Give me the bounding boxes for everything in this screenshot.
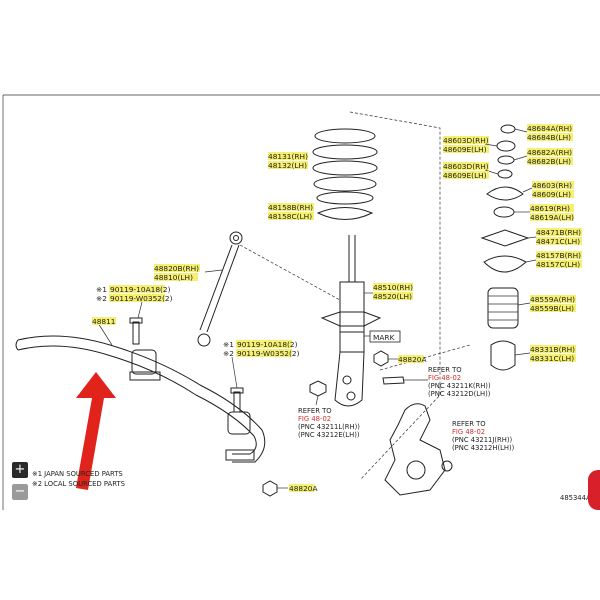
svg-text:(PNC 43212E(LH)): (PNC 43212E(LH))	[298, 431, 360, 439]
spring-lower-seat	[316, 207, 374, 220]
svg-text:FIG 48-02: FIG 48-02	[452, 428, 485, 436]
spacer-ring	[493, 206, 515, 218]
reference-note-a: REFER TO FIG 48-02 (PNC 43211K(RH)) (PNC…	[428, 366, 491, 398]
label-r4-rh: 48603D(RH)	[443, 162, 489, 171]
shock-absorber	[320, 235, 382, 407]
mark-box	[369, 330, 401, 343]
bracket-bolt-left	[129, 317, 143, 345]
label-r1-rh: 48684A(RH)	[527, 124, 572, 133]
dust-cap	[500, 124, 516, 134]
label-bar: 48811	[92, 317, 116, 326]
legend-local-sourced: ※2 LOCAL SOURCED PARTS	[32, 480, 125, 488]
reference-note-b: REFER TO FIG 48-02 (PNC 43211L(RH)) (PNC…	[298, 407, 360, 439]
label-r5-lh: 48609(LH)	[532, 190, 571, 199]
label-strut-rh: 48510(RH)	[373, 283, 413, 292]
symbol-3: ※1	[223, 340, 234, 349]
symbol-1: ※1	[96, 285, 107, 294]
bearing-cap	[486, 186, 524, 201]
bump-boot	[487, 287, 519, 329]
label-r5-rh: 48603(RH)	[532, 181, 572, 190]
retainer	[497, 169, 513, 179]
right-leaders	[484, 128, 537, 356]
label-bolt1-a: 90119-10A18(2)	[110, 285, 171, 294]
svg-text:(PNC 43211K(RH)): (PNC 43211K(RH))	[428, 382, 491, 390]
label-r6-lh: 48619A(LH)	[530, 213, 574, 222]
labels-left: 48131(RH) 48132(LH) 48158B(RH) 48158C(LH…	[92, 152, 427, 493]
red-arrow	[76, 372, 116, 490]
label-r8-rh: 48157B(RH)	[536, 251, 581, 260]
zoom-out-button[interactable]: −	[12, 484, 28, 500]
stabilizer-bar	[15, 335, 266, 463]
label-r6-rh: 48619(RH)	[530, 204, 570, 213]
svg-text:FIG 48-02: FIG 48-02	[428, 374, 461, 382]
upper-mount-stack	[480, 124, 530, 371]
label-link-rh: 48820B(RH)	[154, 264, 199, 273]
svg-text:FIG 48-02: FIG 48-02	[298, 415, 331, 423]
label-r10-lh: 48331C(LH)	[530, 354, 574, 363]
label-link-lh: 48810(LH)	[154, 273, 193, 282]
figure-id: 485344A	[560, 494, 591, 502]
nut-upper	[496, 140, 516, 152]
symbol-2: ※2	[96, 294, 107, 303]
label-bolt2-a: 90119-10A18(2)	[237, 340, 298, 349]
bracket-bolt-right	[230, 387, 244, 413]
label-r8-lh: 48157C(LH)	[536, 260, 580, 269]
label-r2-rh: 48603D(RH)	[443, 136, 489, 145]
label-spring-rh: 48131(RH)	[268, 152, 308, 161]
label-r9-rh: 48559A(RH)	[530, 295, 575, 304]
corner-badge-icon[interactable]	[588, 470, 600, 510]
label-bolt1-b: 90119-W0352(2)	[110, 294, 173, 303]
label-nut-bottom: 48820A	[289, 484, 318, 493]
spring-upper-seat	[483, 255, 527, 273]
label-bolt2-b: 90119-W0352(2)	[237, 349, 300, 358]
strut-nut	[373, 350, 389, 367]
svg-text:(PNC 43211L(RH)): (PNC 43211L(RH))	[298, 423, 360, 431]
label-r7-rh: 48471B(RH)	[536, 228, 581, 237]
knuckle-bolt	[382, 376, 405, 385]
legend-japan-sourced: ※1 JAPAN SOURCED PARTS	[32, 470, 123, 478]
label-r2-lh: 48609E(LH)	[443, 145, 487, 154]
reference-note-c: REFER TO FIG 48-02 (PNC 43211J(RH)) (PNC…	[452, 420, 515, 452]
label-r7-lh: 48471C(LH)	[536, 237, 580, 246]
label-strut-lh: 48520(LH)	[373, 292, 412, 301]
bump-stopper	[490, 340, 516, 371]
svg-text:(PNC 43212H(LH)): (PNC 43212H(LH))	[452, 444, 515, 452]
stabilizer-link	[197, 231, 243, 347]
link-lower-nut	[262, 480, 278, 497]
svg-text:REFER TO: REFER TO	[428, 366, 462, 374]
zoom-in-button[interactable]: +	[12, 462, 28, 478]
svg-text:(PNC 43212D(LH)): (PNC 43212D(LH))	[428, 390, 491, 398]
steering-knuckle	[384, 403, 453, 496]
strut-mount-plate	[480, 229, 530, 247]
svg-text:(PNC 43211J(RH)): (PNC 43211J(RH))	[452, 436, 513, 444]
label-r1-lh: 48684B(LH)	[527, 133, 571, 142]
svg-text:REFER TO: REFER TO	[452, 420, 486, 428]
label-seat-lh: 48158C(LH)	[268, 212, 312, 221]
symbol-4: ※2	[223, 349, 234, 358]
label-nut-mid: 48820A	[398, 355, 427, 364]
coil-spring	[312, 128, 378, 205]
washer-upper	[497, 155, 515, 165]
label-r9-lh: 48559B(LH)	[530, 304, 574, 313]
label-r3-rh: 48682A(RH)	[527, 148, 572, 157]
svg-text:REFER TO: REFER TO	[298, 407, 332, 415]
label-r10-rh: 48331B(RH)	[530, 345, 575, 354]
label-r4-lh: 48609E(LH)	[443, 171, 487, 180]
label-seat-rh: 48158B(RH)	[268, 203, 313, 212]
bar-bushing-left	[131, 349, 157, 375]
knuckle-nut	[309, 380, 327, 397]
label-r3-lh: 48682B(LH)	[527, 157, 571, 166]
label-spring-lh: 48132(LH)	[268, 161, 307, 170]
labels-right: 48684A(RH) 48684B(LH) 48603D(RH) 48609E(…	[443, 124, 582, 363]
mark-label: MARK	[373, 333, 395, 342]
